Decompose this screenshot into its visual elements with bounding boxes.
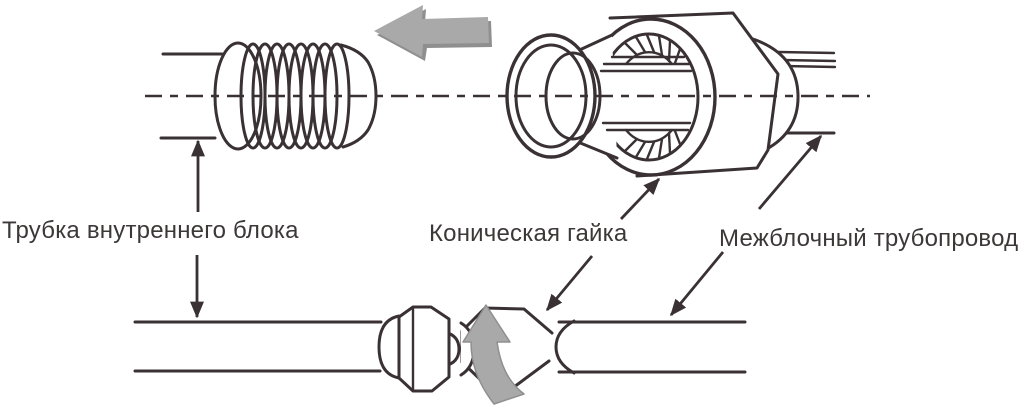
arrow-to-flare-nut-top: [619, 177, 661, 220]
label-indoor-unit-pipe: Трубка внутреннего блока: [2, 217, 299, 244]
assembled-connection-drawing: [133, 304, 747, 405]
thread-hatch-bottom: [623, 128, 682, 161]
flare-nut-drawing: [505, 11, 837, 178]
arrow-to-flare-nut-bottom: [545, 255, 594, 312]
bell-outer: [505, 33, 597, 159]
label-flare-nut: Коническая гайка: [429, 220, 628, 247]
nut-round-end: [748, 36, 800, 152]
label-interunit-pipe: Межблочный трубопровод: [719, 225, 1019, 252]
rotation-arrow-icon: [462, 304, 525, 405]
pipe-through-bore: [599, 55, 693, 132]
thread-hatch-top: [623, 33, 682, 66]
indoor-pipe-bottom: [133, 320, 383, 373]
annotation-arrows: [190, 134, 823, 319]
interunit-pipe-bottom: [557, 320, 747, 374]
cone-step-small: [442, 330, 461, 368]
arrow-to-interunit-pipe-top: [757, 134, 823, 210]
fitting-hex-ring: [397, 305, 451, 393]
nut-hexagon: [608, 11, 780, 178]
direction-arrow-icon: [374, 5, 492, 61]
flare-seat-arc: [554, 319, 576, 375]
arrow-to-interunit-pipe-bottom: [669, 251, 725, 317]
fitting-collar: [377, 314, 401, 380]
